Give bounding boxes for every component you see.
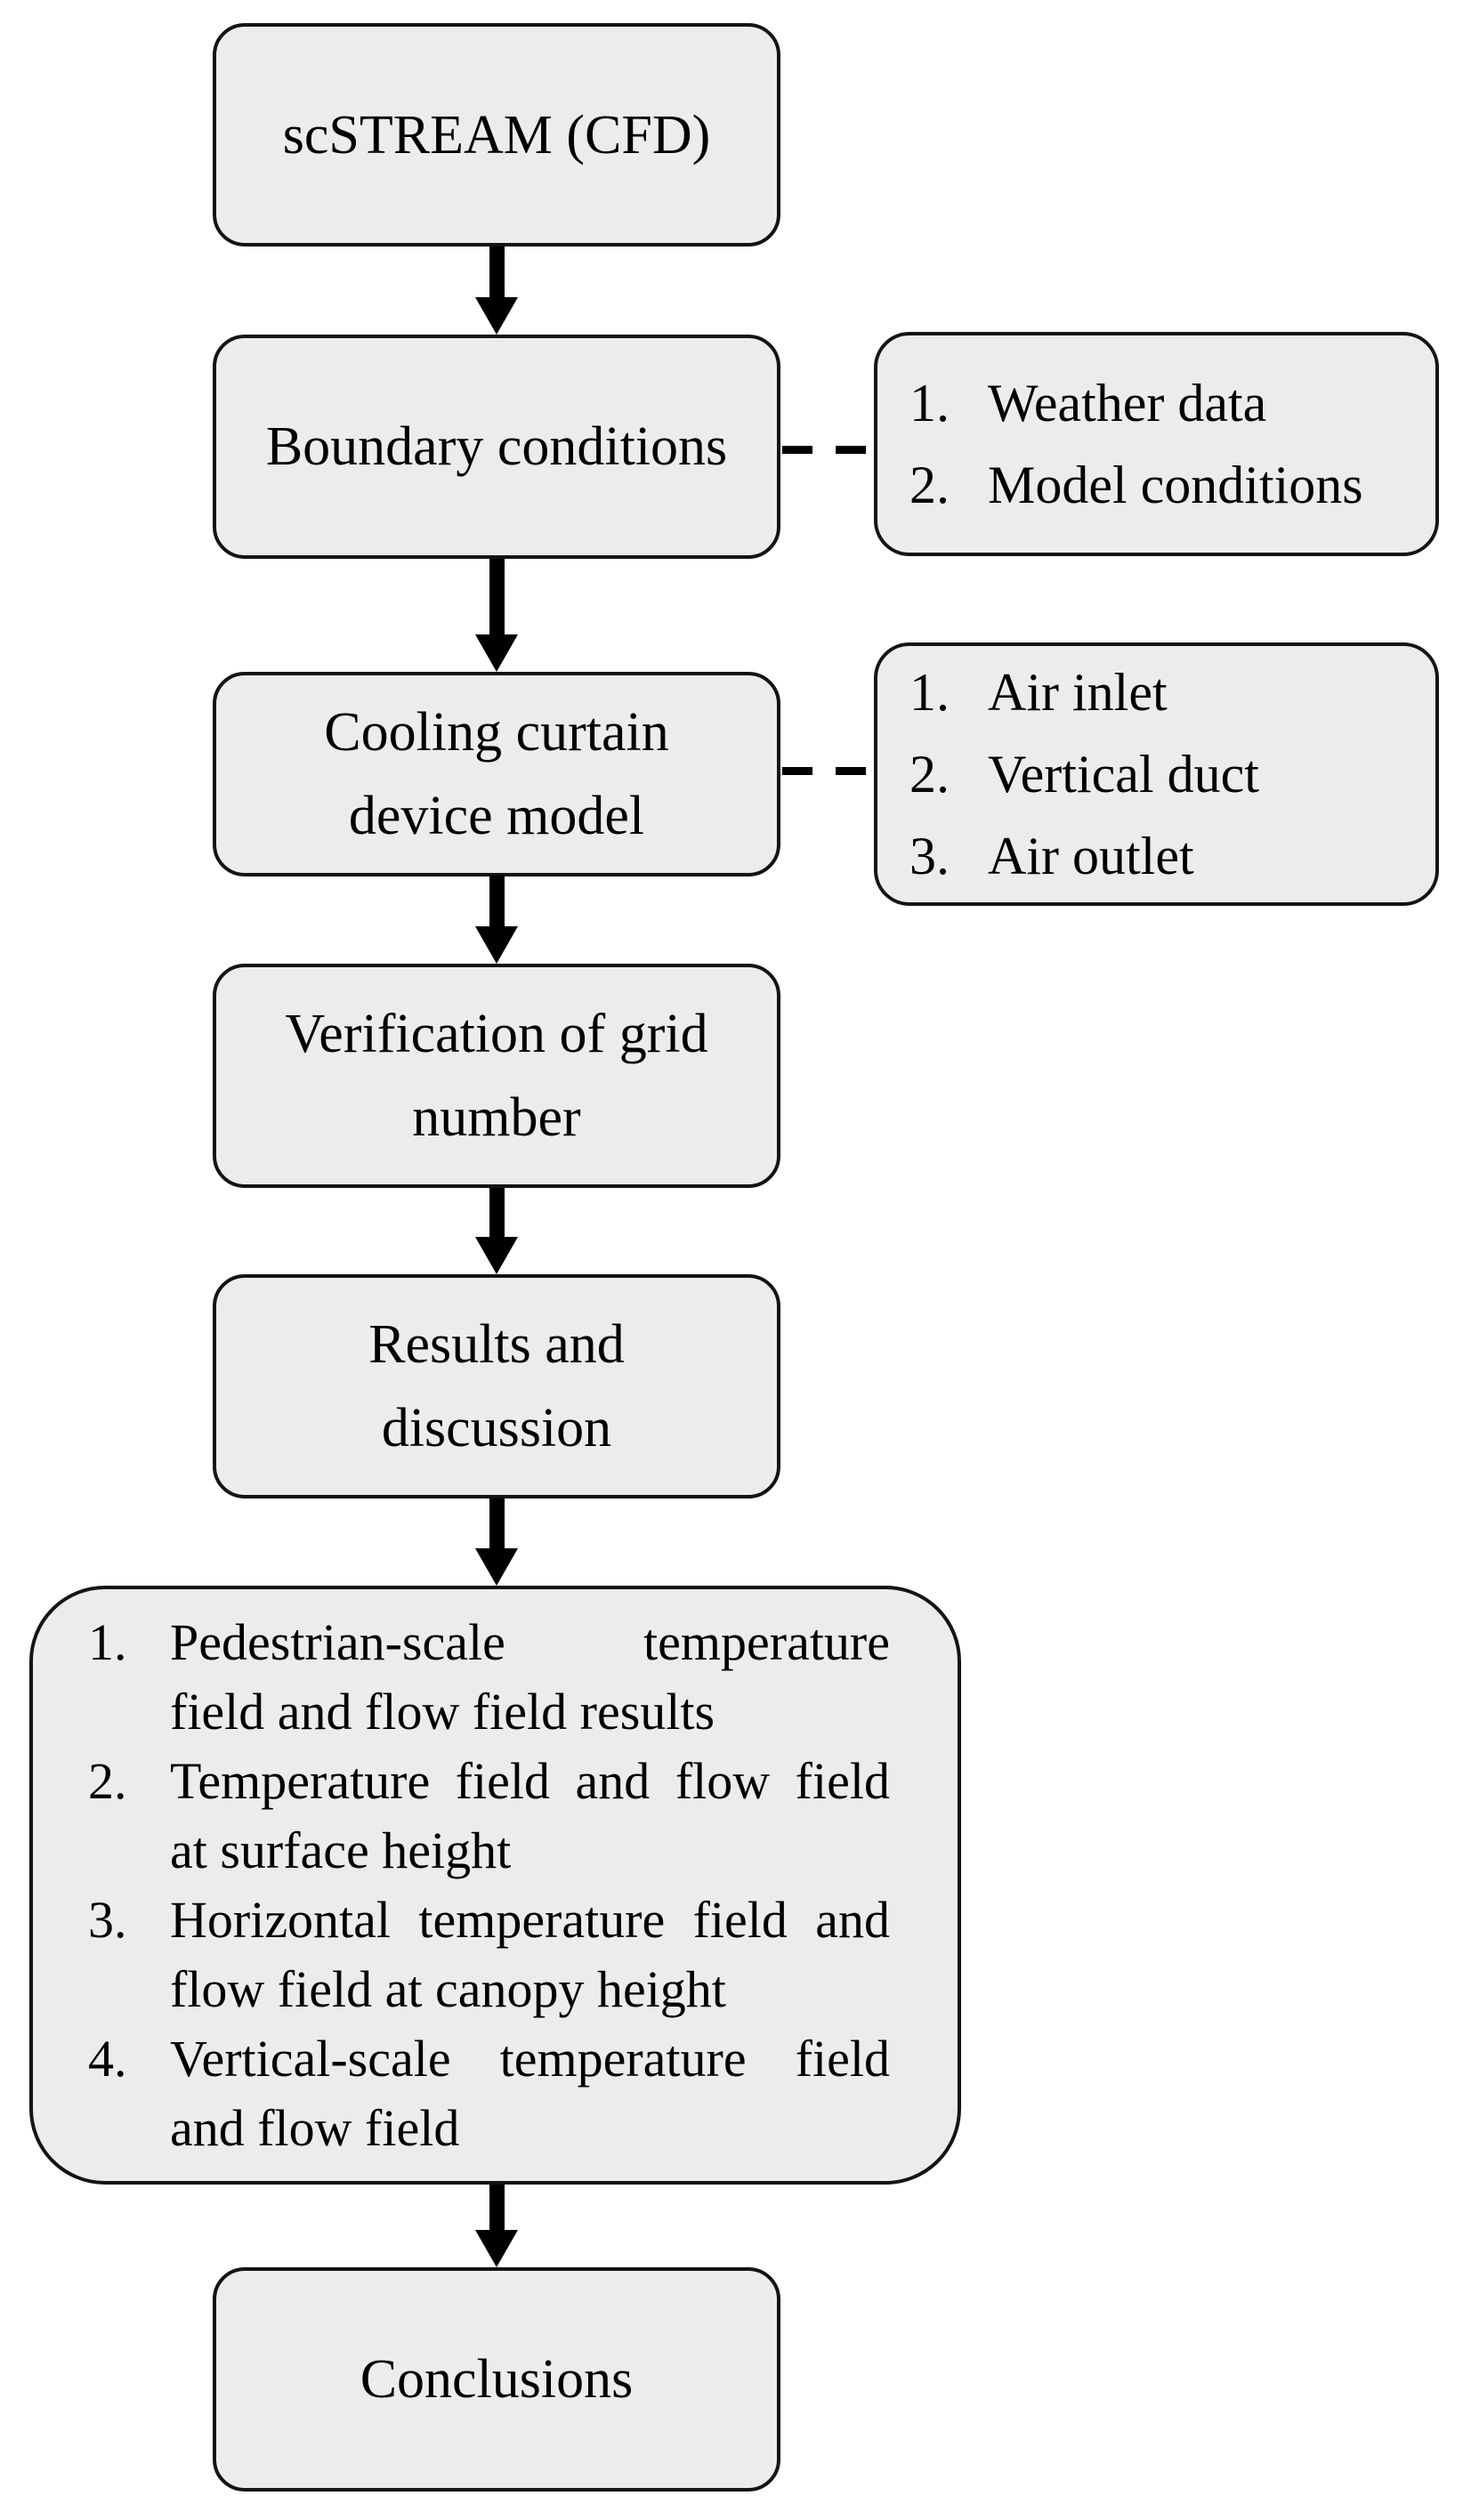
list-item-text: Model conditions	[988, 456, 1363, 514]
node-boundary-conditions: Boundary conditions	[213, 335, 780, 559]
list-item: 1. Air inlet	[909, 651, 1414, 733]
node-results-and-discussion: Results and discussion	[213, 1274, 780, 1498]
list-item-number: 1.	[88, 1612, 127, 1671]
down-arrow-icon	[475, 246, 518, 335]
list-item-number: 3.	[88, 1890, 127, 1949]
list-item-number: 1.	[909, 374, 950, 432]
list-item: 3. Air outlet	[909, 815, 1414, 897]
list-item-number: 2.	[909, 745, 950, 804]
list-item-number: 2.	[909, 456, 950, 514]
node-scstream: scSTREAM (CFD)	[213, 23, 780, 246]
dashed-connector	[782, 767, 871, 775]
list-item-line: flow field at canopy height	[170, 1959, 726, 2018]
list-item-number: 2.	[88, 1751, 127, 1810]
list-item-text: Vertical duct	[988, 745, 1259, 804]
sidenote-boundary-conditions: 1. Weather data 2. Model conditions	[874, 332, 1439, 556]
list-item-text: Weather data	[988, 374, 1267, 432]
node-conclusions: Conclusions	[213, 2267, 780, 2492]
down-arrow-icon	[475, 2185, 518, 2267]
sidenote-cooling-curtain-device: 1. Air inlet 2. Vertical duct 3. Air out…	[874, 642, 1439, 906]
list-item-text: Air inlet	[988, 663, 1168, 722]
list-item-line: at surface height	[170, 1821, 512, 1879]
list-item: 1. Weather data	[909, 362, 1414, 444]
list-item: 2. Model conditions	[909, 444, 1414, 526]
list-item-line: field and flow field results	[170, 1682, 715, 1741]
down-arrow-icon	[475, 876, 518, 964]
list-item-line: and flow field	[170, 2098, 460, 2157]
list-item-number: 3.	[909, 827, 950, 885]
dashed-connector	[782, 446, 871, 454]
node-verification-of-grid-number: Verification of grid number	[213, 964, 780, 1188]
list-item-number: 4.	[88, 2029, 127, 2088]
list-item-number: 1.	[909, 663, 950, 722]
list-item-text: Air outlet	[988, 827, 1194, 885]
down-arrow-icon	[475, 1188, 518, 1274]
list-item: 2. Vertical duct	[909, 733, 1414, 815]
down-arrow-icon	[475, 1498, 518, 1586]
down-arrow-icon	[475, 559, 518, 672]
node-cooling-curtain-device-model: Cooling curtain device model	[213, 672, 780, 876]
